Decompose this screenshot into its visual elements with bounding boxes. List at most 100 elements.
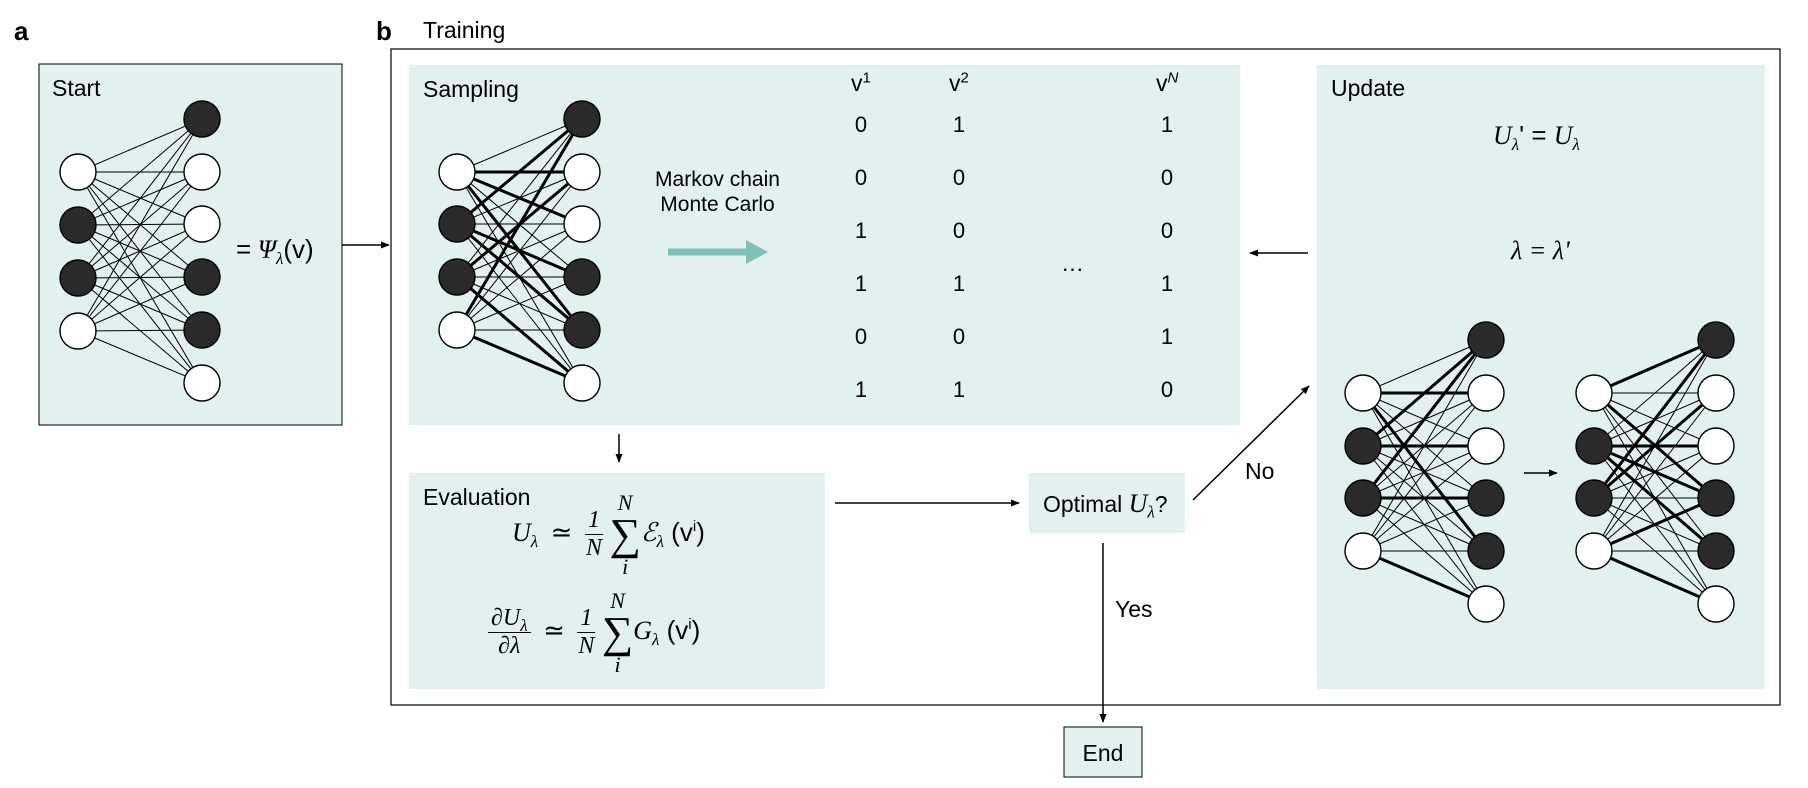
network-node-on	[1467, 479, 1505, 517]
network-edge	[1362, 445, 1487, 552]
network-edge	[77, 118, 203, 279]
network-edge	[456, 118, 583, 173]
network-node-on	[1467, 532, 1505, 570]
network-node-on	[1575, 427, 1613, 465]
network-edge	[456, 117, 583, 226]
sample-cell: 0	[1160, 218, 1174, 243]
network-node-on	[1575, 479, 1613, 517]
network-node-off	[438, 153, 476, 191]
network-edge	[1362, 497, 1487, 552]
network-node-on	[1467, 321, 1505, 359]
network-node-on	[563, 258, 601, 296]
training-title: Training	[423, 17, 506, 43]
network-node-off	[59, 312, 97, 350]
network-edge	[456, 223, 583, 331]
network-node-off	[563, 364, 601, 402]
sample-cell: 0	[1160, 377, 1174, 402]
network-edge	[1593, 338, 1717, 395]
network-edge	[1362, 339, 1487, 394]
network-node-off	[1575, 374, 1613, 412]
network-node-off	[183, 364, 221, 402]
network-edge	[77, 118, 203, 226]
sample-header-2: v2	[949, 69, 969, 96]
network-node-on	[183, 100, 221, 138]
sample-cell: 0	[952, 165, 966, 190]
network-node-off	[1344, 532, 1382, 570]
network-edge	[1362, 392, 1487, 552]
network-node-on	[563, 311, 601, 349]
update-title: Update	[1331, 75, 1406, 101]
network-edge	[77, 329, 203, 332]
update-equation-1: Uλ' = Uλ	[1493, 120, 1580, 155]
network-edge	[455, 118, 584, 331]
evaluation-panel	[409, 473, 825, 689]
sample-ellipsis: …	[1061, 250, 1084, 276]
update-panel	[1317, 65, 1765, 689]
network-edge	[1362, 338, 1487, 448]
network-node-on	[1697, 479, 1735, 517]
decision-box	[1029, 473, 1185, 533]
network-edge	[77, 118, 203, 332]
network-node-off	[1467, 374, 1505, 412]
network-edge	[1593, 339, 1717, 552]
start-equation: = Ψλ(v)	[236, 234, 314, 269]
update-equation-2: λ = λ'	[1511, 236, 1570, 265]
network-edge	[456, 328, 583, 385]
network-node-off	[1575, 532, 1613, 570]
sample-cell: 1	[952, 271, 966, 296]
network-edge	[1362, 549, 1487, 606]
network-edge	[1593, 339, 1717, 447]
network-node-off	[1467, 427, 1505, 465]
network-sampling	[438, 100, 601, 402]
sample-cell: 0	[854, 165, 868, 190]
network-edge	[77, 330, 203, 384]
sample-cell: 0	[952, 218, 966, 243]
network-node-on	[1697, 532, 1735, 570]
panel-label-b: b	[376, 16, 392, 46]
network-edge	[77, 118, 203, 173]
sample-cell: 0	[854, 112, 868, 137]
network-node-off	[59, 153, 97, 191]
network-start	[59, 100, 221, 402]
sample-cell: 0	[854, 324, 868, 349]
end-box	[1063, 726, 1143, 778]
arrow-decision-no	[1192, 385, 1310, 501]
network-node-off	[183, 153, 221, 191]
sample-cell: 1	[854, 218, 868, 243]
network-edge	[1593, 549, 1717, 606]
sample-cell: 1	[854, 271, 868, 296]
sample-cell: 1	[1160, 324, 1174, 349]
network-edge	[1361, 339, 1488, 499]
network-node-off	[563, 153, 601, 191]
network-edge	[456, 276, 583, 331]
sample-header-n: vN	[1156, 69, 1179, 96]
sample-cell: 1	[1160, 112, 1174, 137]
network-node-on	[438, 205, 476, 243]
network-node-on	[1344, 427, 1382, 465]
end-label: End	[1082, 740, 1124, 766]
network-node-on	[1697, 321, 1735, 359]
branch-no-label: No	[1245, 458, 1275, 484]
network-edge	[77, 171, 203, 332]
sampling-title: Sampling	[423, 76, 519, 102]
start-title: Start	[52, 75, 101, 101]
network-edge	[1592, 339, 1718, 499]
sample-cell: 0	[1160, 165, 1174, 190]
network-node-off	[1344, 374, 1382, 412]
network-node-on	[438, 258, 476, 296]
evaluation-title: Evaluation	[423, 484, 531, 510]
sample-cell: 1	[854, 377, 868, 402]
sample-cell: 0	[952, 324, 966, 349]
sample-cell: 1	[1160, 271, 1174, 296]
network-edge	[1362, 339, 1487, 552]
decision-label: Optimal Uλ?	[1043, 489, 1168, 522]
network-node-on	[1344, 479, 1382, 517]
network-edge	[1593, 496, 1717, 553]
network-node-on	[563, 100, 601, 138]
network-node-on	[59, 259, 97, 297]
network-update-before	[1344, 321, 1505, 623]
